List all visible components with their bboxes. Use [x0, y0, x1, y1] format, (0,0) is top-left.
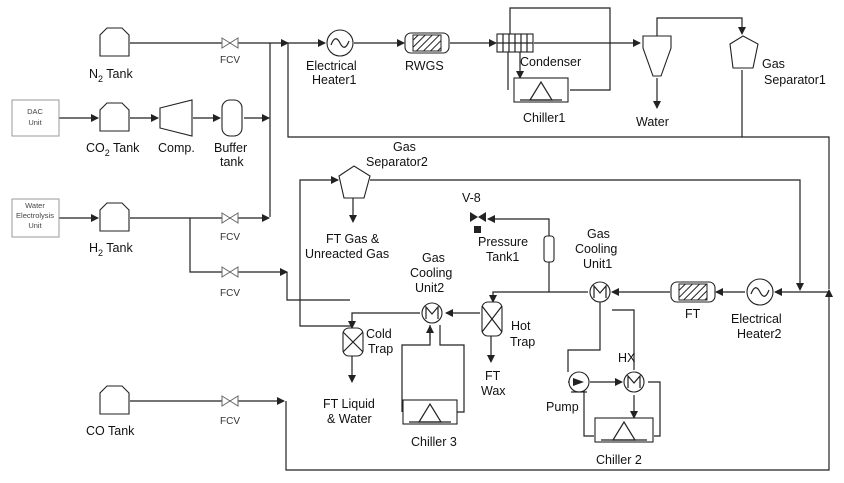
co2-tank-label: CO2 Tank — [86, 141, 140, 158]
gas-cooling-unit1-label: Unit1 — [583, 257, 612, 271]
v8-valve-icon — [470, 212, 486, 233]
gas-cooling-unit1-icon — [589, 281, 611, 303]
hot-trap-label: Hot — [511, 319, 531, 333]
gas-cooling-unit1-label: Gas — [587, 227, 610, 241]
hx-label: HX — [618, 351, 636, 365]
electrical-heater2-icon — [746, 278, 774, 306]
electrical-heater2-label: Heater2 — [737, 327, 782, 341]
h2-tank-label: H2 Tank — [89, 241, 133, 258]
ft-wax-label: Wax — [481, 384, 506, 398]
n2-tank-label: N2 Tank — [89, 67, 133, 84]
gas-cooling-unit2-icon — [421, 302, 443, 324]
chiller3-label: Chiller 3 — [411, 435, 457, 449]
electrical-heater2-label: Electrical — [731, 312, 782, 326]
fcv-valve-icon — [221, 212, 239, 224]
dac-unit-label: Unit — [28, 118, 42, 127]
pipe-lines — [59, 7, 833, 471]
chiller1-icon — [513, 77, 569, 103]
ft-label: FT — [685, 307, 701, 321]
rwgs-label: RWGS — [405, 59, 444, 73]
cyclone-icon — [642, 35, 672, 77]
co-tank-label: CO Tank — [86, 424, 135, 438]
cold-trap-label: Cold — [366, 327, 392, 341]
gas-cooling-unit1-label: Cooling — [575, 242, 617, 256]
dac-unit-box — [11, 99, 60, 137]
fcv-label: FCV — [220, 55, 240, 66]
compressor-icon — [159, 99, 193, 137]
water-electrolysis-label: Electrolysis — [16, 211, 54, 220]
fcv-valve-icon — [221, 37, 239, 49]
n2-tank-icon — [99, 27, 130, 57]
chiller1-label: Chiller1 — [523, 111, 565, 125]
dac-unit-label: DAC — [27, 107, 43, 116]
hot-trap-label: Trap — [510, 335, 535, 349]
fcv-valve-icon — [221, 395, 239, 407]
water-electrolysis-label: Water — [25, 201, 45, 210]
gas-separator1-label: Gas — [762, 57, 785, 71]
gas-cooling-unit2-label: Gas — [422, 251, 445, 265]
pump-icon — [568, 371, 590, 393]
water-electrolysis-unit-box — [11, 198, 60, 238]
chiller2-icon — [594, 417, 654, 443]
ft-liquid-label: & Water — [327, 412, 372, 426]
water-electrolysis-label: Unit — [28, 221, 42, 230]
gas-separator2-label: Separator2 — [366, 155, 428, 169]
co-tank-icon — [99, 385, 130, 415]
hx-icon — [623, 371, 645, 393]
comp-label: Comp. — [158, 141, 195, 155]
fcv-valve-icon — [221, 266, 239, 278]
gas-separator2-icon — [338, 165, 371, 199]
pressure-tank1-label: Pressure — [478, 235, 528, 249]
cold-trap-icon — [342, 327, 364, 357]
buffer-tank-icon — [221, 99, 243, 137]
condenser-icon — [496, 33, 534, 53]
rwgs-reactor-icon — [404, 32, 450, 54]
fcv-label: FCV — [220, 232, 240, 243]
pump-label: Pump — [546, 400, 579, 414]
water-label: Water — [636, 115, 669, 129]
ft-gas-label: Unreacted Gas — [305, 247, 389, 261]
ft-gas-label: FT Gas & — [326, 232, 380, 246]
chiller2-label: Chiller 2 — [596, 453, 642, 467]
h2-tank-icon — [99, 202, 130, 232]
co2-tank-icon — [99, 102, 130, 132]
electrical-heater1-label: Heater1 — [312, 73, 357, 87]
fcv-label: FCV — [220, 416, 240, 427]
gas-separator2-label: Gas — [393, 140, 416, 154]
cold-trap-label: Trap — [368, 342, 393, 356]
ft-reactor-icon — [670, 281, 716, 303]
buffer-tank-label: tank — [220, 155, 244, 169]
gas-cooling-unit2-label: Cooling — [410, 266, 452, 280]
fcv-label: FCV — [220, 288, 240, 299]
electrical-heater1-label: Electrical — [306, 59, 357, 73]
buffer-tank-label: Buffer — [214, 141, 247, 155]
gas-separator1-label: Separator1 — [764, 73, 826, 87]
condenser-label: Condenser — [520, 55, 581, 69]
chiller3-icon — [402, 399, 458, 425]
gas-separator1-icon — [729, 35, 759, 69]
electrical-heater1-icon — [326, 29, 354, 57]
hot-trap-icon — [481, 301, 503, 337]
pressure-tank1-label: Tank1 — [486, 250, 519, 264]
v8-label: V-8 — [462, 191, 481, 205]
gas-cooling-unit2-label: Unit2 — [415, 281, 444, 295]
pressure-tank1-icon — [543, 235, 555, 263]
labels: N2 Tank CO2 Tank H2 Tank CO Tank DAC Uni… — [16, 55, 826, 467]
ft-wax-label: FT — [485, 369, 501, 383]
ft-liquid-label: FT Liquid — [323, 397, 375, 411]
